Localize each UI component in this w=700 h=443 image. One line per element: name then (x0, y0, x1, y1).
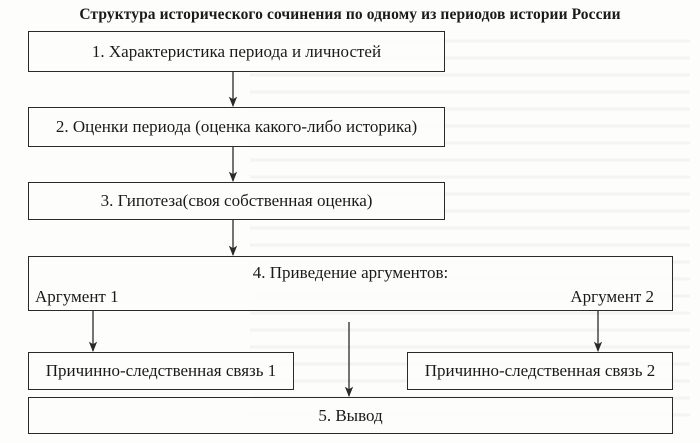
step-label-2: 2. Оценки периода (оценка какого-либо ис… (55, 117, 418, 136)
step-box-3: 3. Гипотеза(своя собственная оценка) (28, 182, 445, 220)
step-label-5: 5. Вывод (318, 405, 383, 425)
causal-link-box-1: Причинно-следственная связь 1 (28, 352, 294, 390)
argument-2-label: Аргумент 2 (570, 287, 654, 306)
step-label-4: 4. Приведение аргументов: (252, 263, 449, 282)
causal-link-label-1: Причинно-следственная связь 1 (45, 361, 277, 380)
step-label-3: 3. Гипотеза(своя собственная оценка) (100, 191, 373, 210)
step-label-1: 1. Характеристика периода и личностей (91, 41, 382, 61)
causal-link-box-2: Причинно-следственная связь 2 (407, 352, 673, 390)
step-box-5: 5. Вывод (28, 397, 673, 434)
causal-link-label-2: Причинно-следственная связь 2 (424, 361, 656, 380)
step-box-1: 1. Характеристика периода и личностей (28, 31, 445, 72)
argument-1-label: Аргумент 1 (35, 287, 119, 306)
diagram-title: Структура исторического сочинения по одн… (79, 6, 621, 23)
step-box-4: 4. Приведение аргументов: Аргумент 1 Арг… (28, 256, 673, 311)
step-box-2: 2. Оценки периода (оценка какого-либо ис… (28, 107, 445, 147)
